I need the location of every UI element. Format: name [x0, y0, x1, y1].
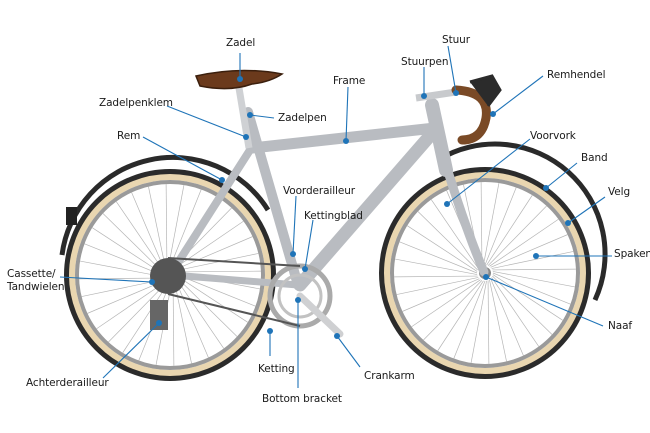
label-achterderailleur: Achterderailleur	[26, 377, 109, 389]
label-spaken: Spaken	[614, 248, 650, 260]
label-stuur: Stuur	[442, 34, 470, 46]
front-spokes	[394, 182, 576, 364]
brake-lever	[469, 74, 502, 107]
label-rem: Rem	[117, 130, 141, 142]
label-tandwielen: Tandwielen	[7, 281, 65, 293]
chain-top	[167, 257, 301, 267]
front-tire-sidewall	[384, 172, 586, 374]
front-rim	[390, 178, 580, 368]
label-cassette: Cassette/	[7, 268, 56, 280]
label-band: Band	[581, 152, 608, 164]
label-crankarm: Crankarm	[364, 370, 415, 382]
label-naaf: Naaf	[608, 320, 633, 332]
rear-rim	[75, 180, 265, 370]
inner-chainring	[277, 273, 323, 319]
cassette	[150, 258, 186, 294]
frame-tubes	[168, 98, 489, 292]
rear-reflector	[66, 207, 77, 225]
label-zadel: Zadel	[226, 37, 256, 49]
label-voorderailleur: Voorderailleur	[283, 185, 356, 197]
label-remhendel: Remhendel	[547, 69, 606, 81]
rear-derailleur	[150, 300, 168, 330]
rear-tire-sidewall	[69, 174, 271, 376]
label-kettingblad: Kettingblad	[304, 210, 363, 222]
label-zadelpenklem: Zadelpenklem	[99, 97, 173, 109]
label-velg: Velg	[608, 186, 631, 198]
front-fender	[436, 141, 608, 302]
handlebar	[451, 85, 491, 145]
crank-arm	[296, 292, 344, 338]
label-zadelpen: Zadelpen	[278, 112, 327, 124]
label-bottom-bracket: Bottom bracket	[262, 393, 342, 405]
label-ketting: Ketting	[258, 363, 295, 375]
rear-tire-tread	[64, 169, 276, 381]
label-voorvork: Voorvork	[530, 130, 576, 142]
front-tire-tread	[379, 167, 591, 379]
chain-bottom	[167, 293, 301, 327]
label-stuurpen: Stuurpen	[401, 56, 449, 68]
label-frame: Frame	[333, 75, 366, 87]
